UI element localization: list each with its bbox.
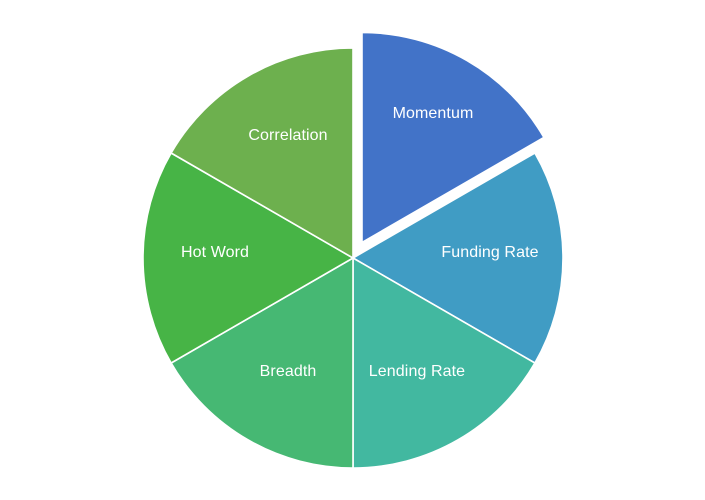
pie-label-funding-rate: Funding Rate [441, 244, 538, 261]
pie-label-correlation: Correlation [248, 127, 327, 144]
pie-label-hot-word: Hot Word [181, 244, 249, 261]
pie-slices-group [142, 31, 564, 469]
pie-label-lending-rate: Lending Rate [369, 363, 465, 380]
pie-slice-lending-rate[interactable] [352, 257, 536, 469]
pie-label-breadth: Breadth [260, 363, 317, 380]
pie-slice-momentum[interactable] [361, 31, 545, 244]
pie-slice-breadth[interactable] [170, 257, 354, 469]
pie-slice-correlation[interactable] [170, 47, 354, 259]
pie-slice-funding-rate[interactable] [352, 152, 564, 364]
pie-slice-hot-word[interactable] [142, 152, 354, 364]
pie-label-momentum: Momentum [393, 105, 474, 122]
